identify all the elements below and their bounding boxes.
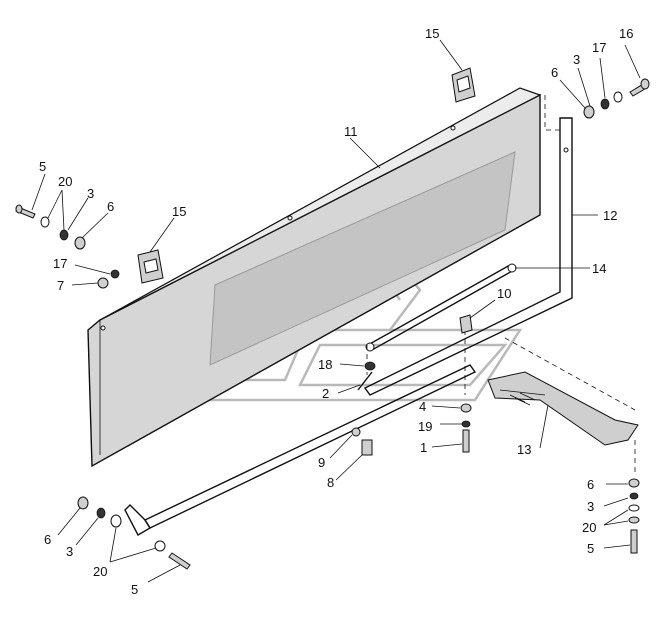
hardware-top-right — [583, 78, 650, 119]
callout-6-top: 6 — [551, 65, 558, 80]
hardware-bottom-right — [628, 478, 640, 554]
callout-2: 2 — [322, 386, 329, 401]
callout-3-bottom: 3 — [66, 544, 73, 559]
callout-1: 1 — [420, 440, 427, 455]
callout-12: 12 — [603, 208, 617, 223]
callout-18: 18 — [318, 357, 332, 372]
callout-9: 9 — [318, 455, 325, 470]
callout-3-right: 3 — [587, 499, 594, 514]
callout-6-bottom: 6 — [44, 532, 51, 547]
callout-3-top: 3 — [573, 52, 580, 67]
callout-17-top: 17 — [592, 40, 606, 55]
bottom-rail — [124, 364, 477, 536]
callout-20-right: 20 — [582, 520, 596, 535]
callout-14: 14 — [592, 261, 606, 276]
hardware-left — [15, 204, 120, 289]
bracket-15-left — [137, 249, 164, 284]
callout-11: 11 — [344, 124, 358, 139]
hardware-center — [351, 314, 473, 456]
hardware-bottom-left — [77, 496, 191, 570]
center-lines — [366, 95, 636, 475]
side-panel — [87, 87, 542, 468]
callout-17-left: 17 — [53, 256, 67, 271]
callout-16: 16 — [619, 26, 633, 41]
bracket-13 — [487, 371, 639, 446]
callout-20-left: 20 — [58, 174, 72, 189]
callout-4: 4 — [419, 399, 426, 414]
callout-6-right: 6 — [587, 477, 594, 492]
callout-20-bottom: 20 — [93, 564, 107, 579]
bracket-12 — [363, 117, 573, 396]
leader-lines — [31, 39, 641, 583]
callout-10: 10 — [497, 286, 511, 301]
callout-13: 13 — [517, 442, 531, 457]
callout-5-left: 5 — [39, 159, 46, 174]
callout-19: 19 — [418, 419, 432, 434]
callout-5-right: 5 — [587, 541, 594, 556]
bracket-15-top — [451, 67, 476, 103]
callout-7: 7 — [57, 278, 64, 293]
callout-labels: 15 16 17 3 6 11 12 14 10 15 5 20 3 6 17 … — [39, 26, 633, 597]
callout-3-left: 3 — [87, 186, 94, 201]
rod-14 — [365, 263, 517, 352]
callout-6-left: 6 — [107, 199, 114, 214]
callout-15-top: 15 — [425, 26, 439, 41]
callout-8: 8 — [327, 475, 334, 490]
callout-15-left: 15 — [172, 204, 186, 219]
callout-5-bottom: 5 — [131, 582, 138, 597]
